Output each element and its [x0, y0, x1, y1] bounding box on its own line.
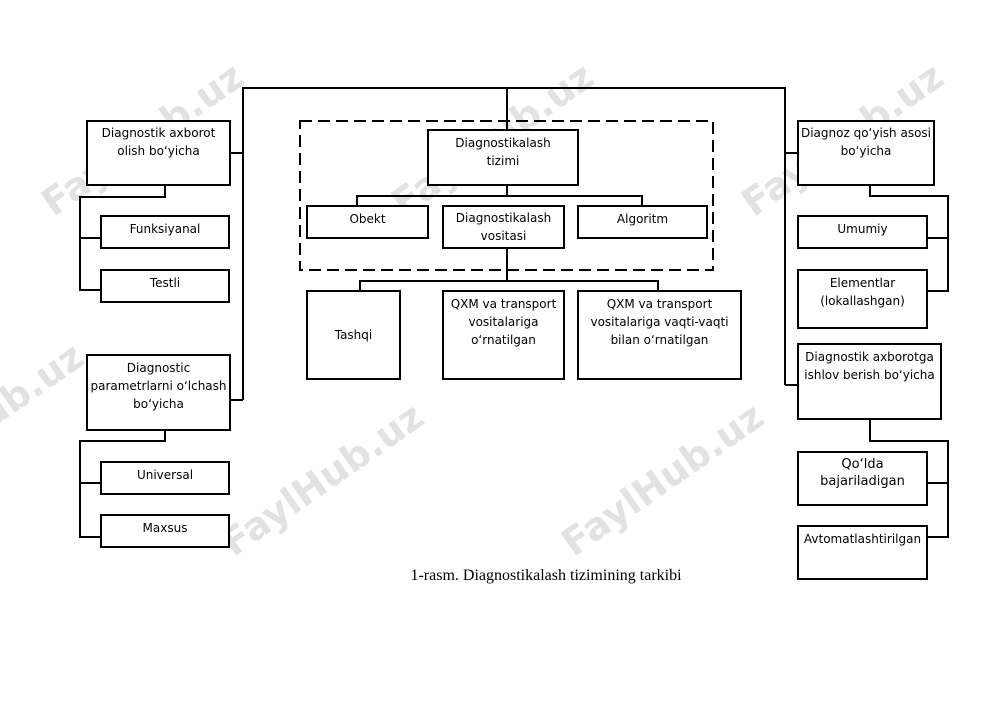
node-testli-label-line: Testli [149, 276, 180, 290]
left1-sub-connector [79, 185, 166, 291]
node-right2-label-line: Diagnostik axborotga [805, 350, 934, 364]
node-left2: Diagnostic parametrlarni o‘lchash bo‘yicha [86, 354, 231, 431]
node-algoritm-box [577, 205, 708, 239]
node-qolda-label-line: bajariladigan [820, 474, 905, 489]
node-qolda-box [797, 451, 928, 506]
node-center-box [427, 129, 579, 186]
node-funksiyanal-label-line: Funksiyanal [130, 222, 201, 236]
left2-sub-connector [79, 430, 166, 538]
watermark-text: FaylHub.uz [213, 394, 431, 565]
node-left2-label-line: parametrlarni o‘lchash [90, 379, 226, 393]
node-center-label-line: Diagnostikalash [455, 136, 550, 150]
node-qxm1-label-line: QXM va transport [451, 297, 557, 311]
node-left2-label-line: Diagnostic [127, 361, 190, 375]
node-tashqi-label-line: Tashqi [334, 328, 373, 342]
node-right2-box [797, 343, 942, 420]
node-right1-box [797, 120, 935, 186]
node-left1-label-line: olish bo‘yicha [117, 144, 199, 158]
node-right1-label-line: Diagnoz qo‘yish asosi [801, 126, 931, 140]
node-maxsus: Maxsus [100, 514, 230, 548]
node-qxm2: QXM va transport vositalariga vaqti-vaqti… [577, 290, 742, 380]
node-algoritm: Algoritm [577, 205, 708, 239]
node-algoritm-label-line: Algoritm [617, 212, 668, 226]
node-qolda: Qo‘lda bajariladigan [797, 451, 928, 506]
node-funksiyanal-box [100, 215, 230, 249]
node-umumiy-label-line: Umumiy [837, 222, 887, 236]
node-left1: Diagnostik axborot olish bo‘yicha [86, 120, 231, 186]
node-right1: Diagnoz qo‘yish asosi bo‘yicha [797, 120, 935, 186]
node-maxsus-box [100, 514, 230, 548]
node-left1-box [86, 120, 231, 186]
node-universal-label-line: Universal [137, 468, 193, 482]
node-obekt-label-line: Obekt [349, 212, 385, 226]
node-left1-label-line: Diagnostik axborot [102, 126, 216, 140]
node-center-label-line: tizimi [487, 154, 520, 168]
node-umumiy: Umumiy [797, 215, 928, 249]
node-qxm1-box [442, 290, 565, 380]
node-elementlar-label-line: Elementlar [830, 276, 895, 290]
node-maxsus-label-line: Maxsus [143, 521, 188, 535]
node-elementlar-label-line: (lokallashgan) [820, 294, 905, 308]
node-avtomat: Avtomatlashtirilgan [797, 525, 928, 580]
node-qxm1: QXM va transport vositalariga o‘rnatilgan [442, 290, 565, 380]
node-qolda-label-line: Qo‘lda [841, 457, 883, 472]
middle-row-connector [356, 195, 643, 206]
node-qxm2-label-line: bilan o‘rnatilgan [611, 333, 709, 347]
connector-lines [79, 87, 949, 538]
node-obekt-box [306, 205, 429, 239]
right1-sub-connector [869, 185, 949, 292]
node-avtomat-label-line: Avtomatlashtirilgan [804, 532, 921, 546]
top-bus-connector [242, 87, 786, 400]
node-qxm2-label-line: vositalariga vaqti-vaqti [590, 315, 728, 329]
node-universal: Universal [100, 461, 230, 495]
node-right2: Diagnostik axborotga ishlov berish bo‘yic… [797, 343, 942, 420]
node-testli-box [100, 269, 230, 303]
dashed-group-frame [299, 120, 714, 271]
node-vosita-box [442, 205, 565, 249]
node-funksiyanal: Funksiyanal [100, 215, 230, 249]
node-vosita-label-line: vositasi [481, 229, 527, 243]
node-right1-label-line: bo‘yicha [841, 144, 892, 158]
figure-caption: 1-rasm. Diagnostikalash tizimining tarki… [410, 567, 682, 584]
node-elementlar-box [797, 269, 928, 329]
bottom-row-connector [359, 280, 659, 291]
watermark-text: FaylHub.uz [553, 394, 771, 565]
node-universal-box [100, 461, 230, 495]
node-qxm1-label-line: o‘rnatilgan [471, 333, 536, 347]
node-obekt: Obekt [306, 205, 429, 239]
node-tashqi: Tashqi [306, 290, 401, 380]
node-vosita-label-line: Diagnostikalash [456, 211, 551, 225]
node-avtomat-box [797, 525, 928, 580]
node-tashqi-box [306, 290, 401, 380]
node-elementlar: Elementlar (lokallashgan) [797, 269, 928, 329]
node-qxm2-box [577, 290, 742, 380]
node-left2-label-line: bo‘yicha [133, 397, 184, 411]
node-testli: Testli [100, 269, 230, 303]
node-right2-label-line: ishlov berish bo‘yicha [804, 368, 935, 382]
node-vosita: Diagnostikalash vositasi [442, 205, 565, 249]
node-center: Diagnostikalash tizimi [427, 129, 579, 186]
node-qxm1-label-line: vositalariga [468, 315, 538, 329]
node-umumiy-box [797, 215, 928, 249]
watermark-text: FaylHub.uz [0, 334, 92, 505]
right2-sub-connector [869, 419, 949, 538]
node-left2-box [86, 354, 231, 431]
node-qxm2-label-line: QXM va transport [607, 297, 713, 311]
